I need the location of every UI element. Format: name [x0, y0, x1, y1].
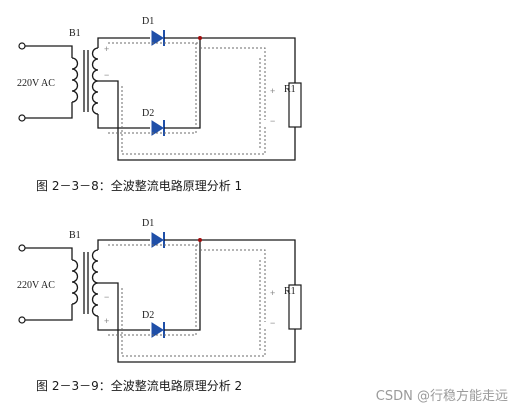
load-top-polarity-2: +	[270, 288, 275, 298]
load-label-1: R1	[284, 84, 296, 95]
figure-caption-1: 图 2－3－8：全波整流电路原理分析 1	[36, 178, 242, 193]
diode-d2-label-1: D2	[142, 108, 154, 119]
transformer-label-2: B1	[69, 230, 81, 241]
winding-top-polarity-2: −	[104, 292, 109, 302]
watermark: CSDN @行稳方能走远	[376, 388, 508, 404]
load-bottom-polarity-1: −	[270, 116, 275, 126]
diode-d1-label-2: D1	[142, 218, 154, 229]
source-label-2: 220V AC	[17, 280, 55, 291]
load-top-polarity-1: +	[270, 86, 275, 96]
circuit-1-schematic	[18, 29, 302, 161]
circuit-2-schematic	[18, 231, 302, 363]
load-bottom-polarity-2: −	[270, 318, 275, 328]
winding-bottom-polarity-2: +	[104, 316, 109, 326]
transformer-label-1: B1	[69, 28, 81, 39]
diode-d1-label-1: D1	[142, 16, 154, 27]
winding-top-polarity-1: +	[104, 44, 109, 54]
figure-1: B1 220V AC D1 D2 R1 + − + − 图 2－3－8：全波整流…	[17, 16, 302, 193]
load-label-2: R1	[284, 286, 296, 297]
source-label-1: 220V AC	[17, 78, 55, 89]
figure-2: B1 220V AC D1 D2 R1 − + + − 图 2－3－9：全波整流…	[17, 218, 302, 393]
figure-caption-2: 图 2－3－9：全波整流电路原理分析 2	[36, 378, 242, 393]
winding-bottom-polarity-1: −	[104, 70, 109, 80]
diode-d2-label-2: D2	[142, 310, 154, 321]
